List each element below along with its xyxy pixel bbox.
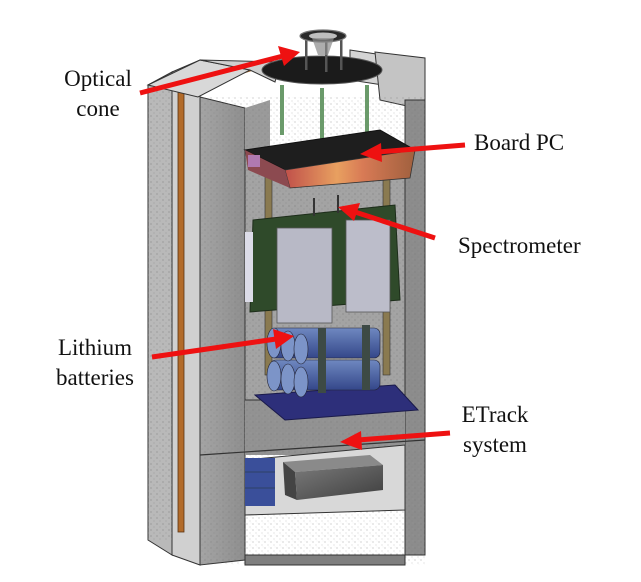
- arrow-lithium-batteries: [151, 329, 294, 360]
- arrow-optical-cone: [139, 46, 300, 96]
- spectrometer: [245, 195, 401, 324]
- annotation-arrows: [139, 46, 466, 450]
- label-lithium-batteries: Lithium batteries: [56, 335, 134, 390]
- label-optical-cone: Optical cone: [64, 66, 132, 121]
- copper-strip: [177, 91, 185, 533]
- label-etrack-system: ETrack system: [461, 402, 529, 457]
- enclosure-left-side: [147, 59, 201, 566]
- standoff: [320, 88, 324, 146]
- label-board-pc: Board PC: [474, 130, 565, 155]
- standoff: [365, 85, 369, 135]
- enclosure-base: [244, 554, 406, 566]
- standoff: [280, 85, 284, 135]
- optical-cone-assembly: [261, 29, 383, 85]
- arrow-board-pc: [360, 142, 466, 162]
- arrow-spectrometer: [338, 203, 436, 241]
- board-pc: [243, 129, 417, 189]
- etrack-system: [283, 455, 383, 500]
- arrow-etrack-system: [340, 430, 451, 450]
- lithium-batteries: [253, 325, 420, 421]
- label-spectrometer: Spectrometer: [458, 233, 581, 258]
